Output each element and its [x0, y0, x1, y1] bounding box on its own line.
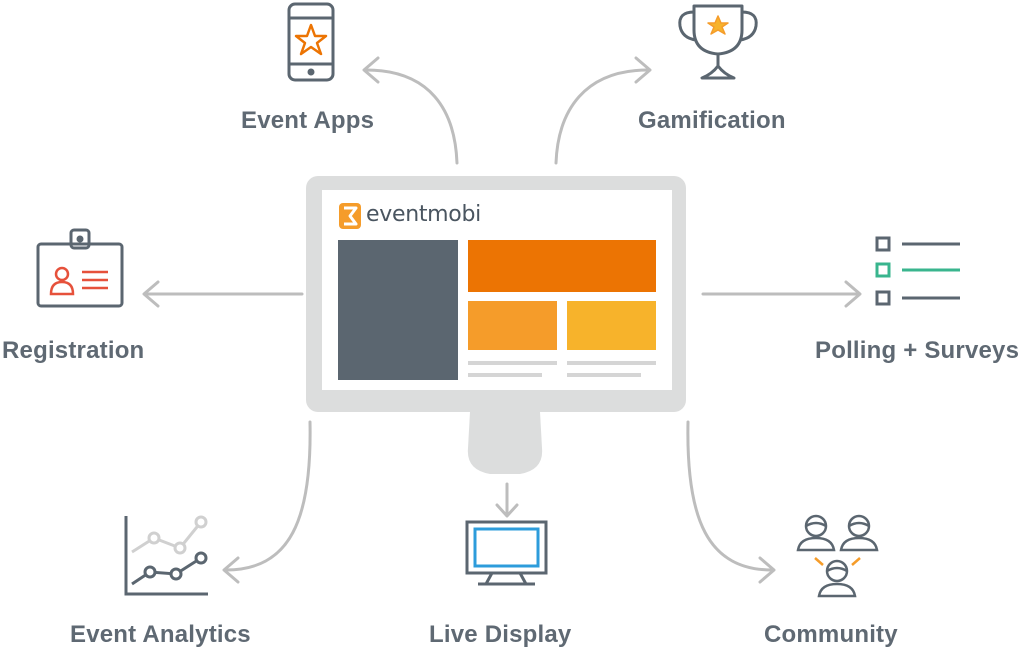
screen-card-right — [567, 301, 656, 350]
monitor-icon — [306, 176, 686, 474]
smartphone-star-icon — [287, 2, 335, 82]
label-registration: Registration — [2, 337, 145, 364]
screen-header-block — [468, 240, 656, 292]
label-event-apps: Event Apps — [241, 107, 375, 134]
label-live-display: Live Display — [429, 621, 572, 648]
label-event-analytics: Event Analytics — [70, 621, 251, 648]
checklist-icon — [875, 236, 960, 306]
trophy-icon — [678, 4, 758, 80]
screen-sidebar-block — [338, 240, 458, 380]
label-community: Community — [764, 621, 898, 648]
label-gamification: Gamification — [638, 107, 786, 134]
people-network-icon — [796, 514, 879, 598]
arrow-event-apps — [364, 68, 459, 165]
brand-logo-text: eventmobi — [366, 202, 481, 227]
label-polling-surveys: Polling + Surveys — [815, 337, 1020, 364]
id-badge-icon — [36, 228, 124, 308]
arrow-gamification — [554, 68, 650, 165]
arrow-analytics — [224, 420, 312, 572]
arrow-community — [686, 420, 774, 572]
line-chart-icon — [124, 515, 208, 596]
screen-card-left — [468, 301, 557, 350]
tv-display-icon — [465, 520, 548, 586]
eventmobi-logo-icon — [339, 203, 361, 229]
